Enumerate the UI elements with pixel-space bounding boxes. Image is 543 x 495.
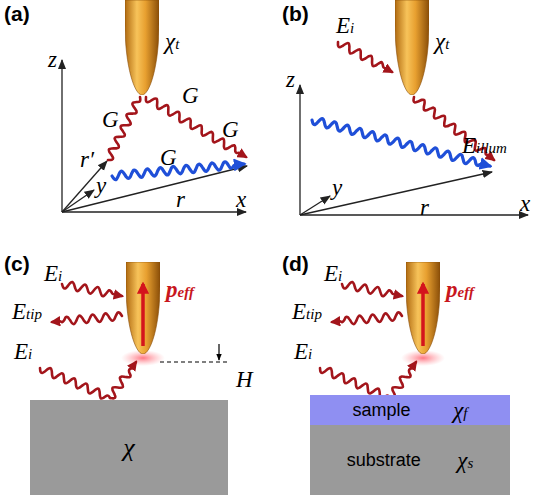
tip-outline	[395, 0, 429, 95]
wave-arrow	[52, 312, 122, 324]
probe-tip: peff	[126, 262, 210, 354]
material-symbol: χf	[453, 399, 467, 422]
field-name: Etip	[12, 300, 42, 323]
axis-name: y	[96, 174, 106, 197]
tip-outline	[125, 0, 159, 95]
tip-body	[126, 262, 160, 354]
wave-arrow	[112, 162, 244, 180]
panel-letter: (a)	[4, 3, 30, 24]
probe-tip: χt	[395, 0, 465, 95]
tip-glow	[121, 350, 445, 366]
green-function: G	[222, 118, 239, 141]
wave-arrow	[40, 368, 110, 399]
wave-arrows	[40, 42, 494, 399]
axis-name: x	[236, 188, 246, 211]
gap-height: H	[236, 368, 253, 391]
material-symbol: peff	[446, 278, 474, 301]
green-function: G	[102, 108, 119, 131]
wave-arrow	[342, 282, 402, 296]
field-name: Etip	[292, 300, 322, 323]
green-function: G	[182, 84, 199, 107]
panel-letter: (d)	[282, 253, 309, 274]
layer-name: substrate	[347, 451, 421, 469]
material-symbol: χs	[457, 449, 473, 472]
wave-arrow	[390, 362, 416, 398]
sample-layer: sample χf	[310, 395, 510, 425]
wave-arrow	[110, 362, 136, 398]
material-symbol: χt	[165, 30, 179, 53]
substrate-layer: substrate χs	[310, 425, 510, 495]
tip-body	[395, 0, 429, 95]
axes-b	[300, 85, 528, 215]
wave-arrow	[62, 282, 122, 296]
axis-name: z	[48, 48, 57, 71]
tip-outline	[406, 262, 440, 354]
green-function: G	[160, 146, 177, 169]
panel-letter: (b)	[282, 3, 309, 24]
field-name: Ei	[324, 262, 342, 285]
tip-body	[125, 0, 159, 95]
axis-name: z	[286, 68, 295, 91]
position-vector: r	[420, 196, 429, 219]
field-name: Ei	[14, 340, 32, 363]
tip-body	[406, 262, 440, 354]
wave-arrow	[338, 42, 392, 72]
material-symbol: peff	[166, 278, 194, 301]
axes-a	[62, 60, 247, 212]
field-name: Ei	[44, 262, 62, 285]
dipole-arrow	[421, 284, 425, 346]
probe-tip: χt	[125, 0, 195, 95]
axis-name: x	[520, 192, 530, 215]
field-name: Ei	[294, 340, 312, 363]
bulk-sample: χ	[30, 400, 228, 495]
probe-tip: peff	[406, 262, 490, 354]
field-name: Ei	[336, 14, 354, 37]
field-name: Eillum	[462, 134, 507, 157]
material-symbol: χ	[123, 435, 134, 461]
layer-name: sample	[353, 401, 411, 419]
axis-name: y	[332, 176, 342, 199]
panel-letter: (c)	[4, 253, 30, 274]
tip-outline	[126, 262, 160, 354]
wave-arrow	[332, 312, 402, 324]
dipole-arrow	[141, 284, 145, 346]
position-vector: r′	[80, 148, 94, 171]
position-vector: r	[176, 188, 185, 211]
material-symbol: χt	[435, 30, 449, 53]
